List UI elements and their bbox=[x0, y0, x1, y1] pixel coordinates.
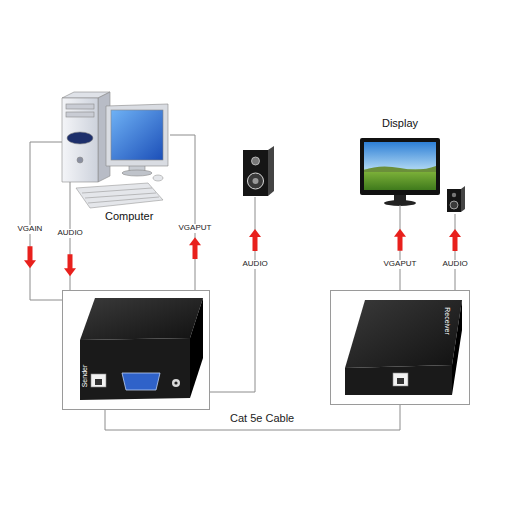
signal-arrow bbox=[189, 237, 201, 259]
speaker bbox=[243, 146, 274, 196]
signal-label: VGAPUT bbox=[383, 260, 418, 269]
connector-line bbox=[105, 405, 400, 430]
signal-label: VGAIN bbox=[17, 225, 44, 234]
connector bbox=[24, 142, 62, 300]
device-tag: Receiver bbox=[443, 301, 451, 341]
signal-arrow bbox=[64, 254, 76, 276]
connector bbox=[105, 405, 400, 430]
receiver-node: Receiver bbox=[330, 290, 470, 405]
device-name: Display bbox=[355, 117, 445, 130]
device-tag: Sender bbox=[81, 356, 89, 396]
signal-label: VGAPUT bbox=[178, 224, 213, 233]
computer-tower bbox=[62, 92, 110, 182]
signal-arrow bbox=[249, 229, 261, 251]
signal-label: AUDIO bbox=[242, 260, 269, 269]
sender-node: Sender bbox=[62, 290, 210, 410]
connector bbox=[170, 135, 201, 290]
device-name: Computer bbox=[105, 210, 170, 223]
signal-arrow bbox=[394, 229, 406, 251]
connector-line bbox=[30, 142, 62, 300]
connector-line bbox=[170, 135, 195, 290]
sender-device bbox=[80, 298, 203, 400]
signal-label: Cat 5e Cable bbox=[229, 412, 295, 424]
speaker bbox=[447, 186, 465, 212]
signal-arrow bbox=[24, 246, 36, 268]
receiver-device bbox=[345, 300, 462, 395]
signal-label: AUDIO bbox=[57, 229, 84, 238]
display-node: Display bbox=[355, 116, 445, 205]
connector bbox=[394, 205, 406, 290]
signal-arrow bbox=[449, 229, 461, 251]
computer-node: Computer bbox=[55, 92, 170, 228]
audio-wire bbox=[210, 197, 455, 392]
keyboard bbox=[76, 175, 163, 208]
display-monitor bbox=[360, 138, 440, 206]
signal-label: AUDIO bbox=[442, 260, 469, 269]
computer-monitor bbox=[106, 104, 168, 176]
connector-line bbox=[400, 205, 401, 290]
